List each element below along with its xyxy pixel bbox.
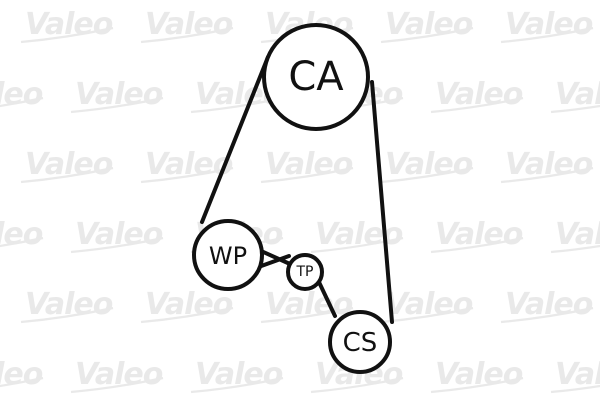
pulley-water-pump: WP (192, 219, 264, 291)
pulley-label-tensioner: TP (296, 264, 314, 280)
pulley-label-camshaft: CA (288, 54, 344, 100)
pulley-label-water-pump: WP (209, 242, 247, 270)
pulley-tensioner: TP (286, 253, 324, 291)
pulley-crankshaft: CS (328, 310, 392, 374)
pulley-camshaft: CA (262, 23, 370, 131)
timing-belt (200, 55, 394, 324)
pulley-label-crankshaft: CS (343, 328, 378, 358)
